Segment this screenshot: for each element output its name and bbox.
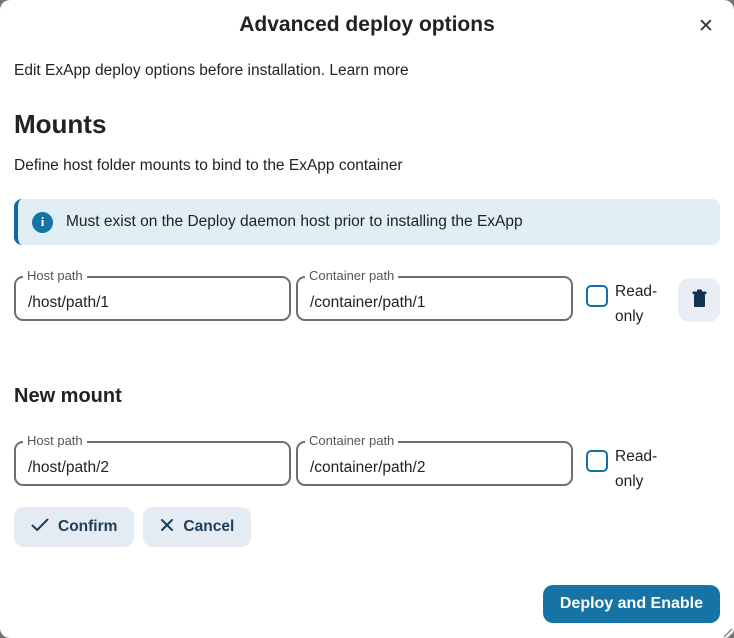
existing-readonly-group: Read-only bbox=[586, 276, 665, 329]
intro-text: Edit ExApp deploy options before install… bbox=[14, 62, 720, 80]
trash-icon bbox=[691, 289, 708, 311]
new-host-path-field-wrapper: Host path bbox=[14, 433, 291, 486]
cancel-button[interactable]: Cancel bbox=[143, 507, 252, 547]
new-readonly-checkbox[interactable] bbox=[586, 450, 608, 472]
info-icon: i bbox=[32, 211, 53, 233]
learn-more-link[interactable]: Learn more bbox=[329, 62, 409, 79]
new-readonly-group: Read-only bbox=[586, 441, 665, 494]
info-note-banner: i Must exist on the Deploy daemon host p… bbox=[14, 199, 720, 245]
resize-handle[interactable] bbox=[721, 625, 733, 638]
existing-container-path-input[interactable] bbox=[296, 276, 573, 321]
new-readonly-label[interactable]: Read-only bbox=[615, 448, 658, 490]
existing-readonly-label[interactable]: Read-only bbox=[615, 283, 658, 325]
existing-container-path-field-wrapper: Container path bbox=[296, 268, 573, 321]
x-icon bbox=[160, 518, 174, 537]
close-button[interactable]: ✕ bbox=[690, 11, 722, 43]
new-mount-row: Host path Container path Read-only bbox=[14, 433, 720, 494]
mounts-heading: Mounts bbox=[14, 109, 107, 139]
new-mount-actions: Confirm Cancel bbox=[14, 507, 720, 547]
check-icon bbox=[31, 518, 49, 537]
existing-host-path-label: Host path bbox=[23, 268, 87, 284]
cancel-label: Cancel bbox=[183, 518, 235, 535]
dialog-header: Advanced deploy options ✕ bbox=[0, 0, 734, 48]
delete-mount-button[interactable] bbox=[678, 278, 720, 322]
new-container-path-label: Container path bbox=[305, 433, 399, 449]
new-container-path-field-wrapper: Container path bbox=[296, 433, 573, 486]
new-host-path-label: Host path bbox=[23, 433, 87, 449]
intro-sentence: Edit ExApp deploy options before install… bbox=[14, 62, 326, 79]
new-mount-heading: New mount bbox=[14, 385, 122, 407]
dialog-body: Edit ExApp deploy options before install… bbox=[0, 62, 734, 547]
existing-container-path-label: Container path bbox=[305, 268, 399, 284]
existing-mount-row: Host path Container path Read-only bbox=[14, 268, 720, 329]
mounts-description: Define host folder mounts to bind to the… bbox=[14, 157, 403, 174]
info-note-text: Must exist on the Deploy daemon host pri… bbox=[66, 213, 523, 230]
close-icon: ✕ bbox=[698, 16, 714, 37]
dialog-title: Advanced deploy options bbox=[239, 13, 495, 36]
confirm-label: Confirm bbox=[58, 518, 118, 535]
confirm-button[interactable]: Confirm bbox=[14, 507, 135, 547]
existing-host-path-field-wrapper: Host path bbox=[14, 268, 291, 321]
existing-readonly-checkbox[interactable] bbox=[586, 285, 608, 307]
deploy-and-enable-button[interactable]: Deploy and Enable bbox=[542, 585, 720, 623]
